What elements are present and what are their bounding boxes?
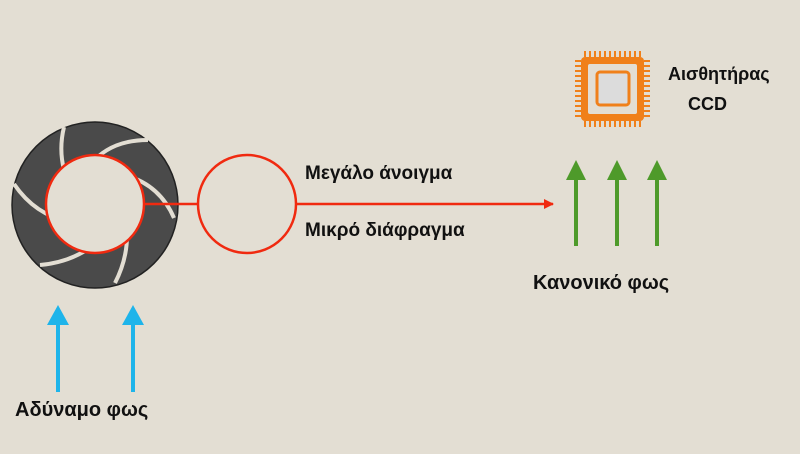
small-aperture-circle bbox=[196, 153, 298, 255]
weak-light-arrows bbox=[47, 305, 144, 392]
aperture-icon bbox=[11, 121, 179, 289]
normal-light-label: Κανονικό φως bbox=[533, 272, 670, 294]
large-aperture-circle bbox=[44, 153, 146, 255]
small-diaphragm-label: Μικρό διάφραγμα bbox=[305, 220, 465, 241]
large-aperture-label: Μεγάλο άνοιγμα bbox=[305, 163, 453, 184]
weak-light-label: Αδύναμο φως bbox=[15, 399, 149, 421]
sensor-label-line1: Αισθητήρας bbox=[668, 64, 770, 84]
ccd-chip-icon bbox=[575, 51, 650, 127]
normal-light-arrows bbox=[566, 160, 667, 246]
sensor-label-line2: CCD bbox=[688, 94, 727, 114]
